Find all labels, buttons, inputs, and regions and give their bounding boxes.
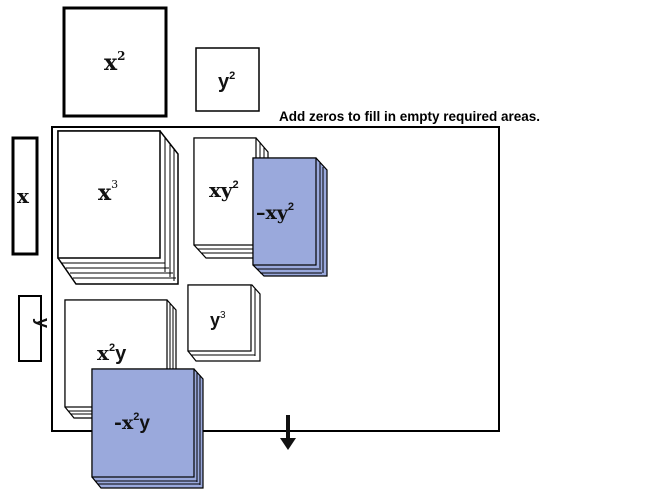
tile-label: y [33, 318, 53, 328]
product-tile-neg-xy2[interactable]: –xy2 [252, 157, 328, 277]
factor-tile-x[interactable]: x [11, 136, 39, 256]
tile-label: x3 [98, 178, 118, 206]
legend-tile-y2[interactable]: y2 [195, 47, 260, 112]
arrow-down-icon[interactable] [280, 415, 296, 450]
product-mat[interactable] [51, 126, 500, 432]
product-tile-neg-x2y[interactable]: -x2y [91, 368, 204, 489]
tile-label: y3 [210, 310, 226, 330]
product-tile-y3[interactable]: y3 [187, 284, 261, 362]
factor-tile-y[interactable]: y [18, 295, 53, 362]
product-tile-x3[interactable]: x3 [57, 130, 179, 285]
tile-label: -x2y [114, 411, 150, 434]
tile-label: x2 [104, 49, 125, 76]
tile-label: –xy2 [256, 201, 294, 224]
tile-label: x2y [97, 341, 127, 365]
legend-tile-x2[interactable]: x2 [62, 6, 168, 118]
tile-label: xy2 [209, 178, 239, 202]
tile-label: y2 [218, 70, 235, 93]
tile-label: x [17, 184, 30, 208]
instruction-text: Add zeros to fill in empty required area… [279, 109, 541, 124]
